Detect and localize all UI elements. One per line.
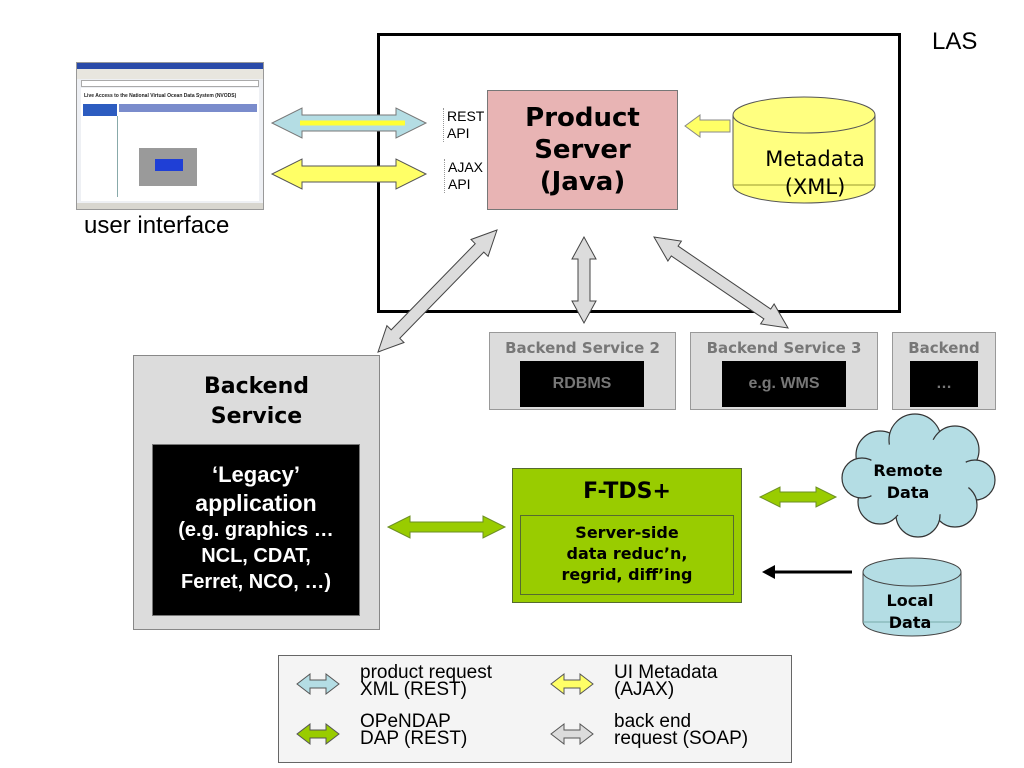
ftds-line1: Server-side [575, 523, 679, 542]
backend-service-n-box: Backend … [892, 332, 996, 410]
legend-item-rest: product request XML (REST) [360, 662, 493, 700]
thumbnail-heading: Live Access to the National Virtual Ocea… [84, 93, 237, 99]
legend-rest-line1: product request [360, 662, 493, 683]
las-label: LAS [932, 28, 978, 55]
local-line1: Local [886, 591, 934, 610]
ajax-api-line2: API [448, 176, 471, 192]
backend-service-title-line2: Service [210, 404, 303, 429]
backend-service-title-line1: Backend [203, 374, 310, 399]
legend-arrows [296, 672, 594, 746]
ftds-title: F-TDS+ [583, 479, 671, 504]
metadata-line2: (XML) [784, 175, 846, 199]
legacy-line2: application [195, 490, 317, 516]
backend-service-2-title: Backend Service 2 [505, 339, 660, 357]
product-server-box: Product Server (Java) [487, 90, 678, 210]
legend-arrow-ajax [550, 672, 594, 696]
ftds-line2: data reduc’n, [566, 544, 688, 563]
browser-titlebar [77, 63, 263, 69]
backend-service-2-inner: RDBMS [520, 361, 644, 407]
local-data-label: Local Data [862, 590, 958, 634]
metadata-line1: Metadata [765, 147, 865, 171]
ajax-api-label: AJAX API [444, 159, 483, 193]
ftds-box: F-TDS+ Server-side data reduc’n, regrid,… [512, 468, 742, 603]
backend-service-n-title: Backend [908, 339, 980, 357]
thumbnail-map [139, 148, 197, 186]
product-server-line1: Product [525, 103, 640, 133]
backend-service-3-box: Backend Service 3 e.g. WMS [690, 332, 878, 410]
legacy-line3: (e.g. graphics … [178, 519, 334, 541]
legend-dap-line2: DAP (REST) [360, 728, 468, 749]
ftds-inner-box: Server-side data reduc’n, regrid, diff’i… [520, 515, 734, 595]
user-interface-screenshot: Live Access to the National Virtual Ocea… [76, 62, 264, 210]
legend-item-soap: back end request (SOAP) [614, 711, 749, 749]
remote-line1: Remote [873, 461, 943, 480]
backend-service-title: Backend Service [134, 372, 379, 432]
legacy-line4: NCL, CDAT, [201, 545, 311, 567]
thumbnail-nav-tabs [83, 104, 117, 116]
local-line2: Data [888, 613, 932, 632]
ajax-api-line1: AJAX [448, 159, 484, 175]
browser-menubar [77, 69, 263, 79]
legend-ajax-line2: (AJAX) [614, 679, 675, 700]
legacy-line1: ‘Legacy’ [211, 462, 301, 487]
rest-api-label: REST API [443, 108, 484, 142]
backend-service-3-inner: e.g. WMS [722, 361, 846, 407]
local-data-arrow [762, 565, 852, 579]
thumbnail-breadcrumb-bar [119, 104, 257, 112]
user-interface-caption: user interface [84, 212, 230, 239]
legacy-line5: Ferret, NCO, …) [180, 571, 332, 593]
metadata-label: Metadata (XML) [740, 145, 890, 201]
product-server-line2: Server [534, 135, 631, 165]
legend-item-ajax: UI Metadata (AJAX) [614, 662, 718, 700]
legacy-application-box: ‘Legacy’ application (e.g. graphics … NC… [152, 444, 360, 616]
browser-statusbar [77, 203, 263, 209]
backend-service-2-box: Backend Service 2 RDBMS [489, 332, 676, 410]
legend-dap-line1: OPeNDAP [360, 711, 451, 732]
legend-ajax-line1: UI Metadata [614, 662, 718, 683]
remote-data-label: Remote Data [860, 460, 956, 504]
thumbnail-map-data [155, 159, 183, 171]
thumbnail-sidebar [83, 116, 118, 197]
ftds-to-remote-arrow [758, 486, 838, 508]
legend-soap-line2: request (SOAP) [614, 728, 749, 749]
legend-arrow-rest [296, 672, 340, 696]
legend-arrow-soap [550, 722, 594, 746]
legend-item-dap: OPeNDAP DAP (REST) [360, 711, 468, 749]
remote-line2: Data [886, 483, 930, 502]
browser-address-bar [81, 80, 259, 87]
legend-rest-line2: XML (REST) [360, 679, 467, 700]
legend-soap-line1: back end [614, 711, 692, 732]
legend-arrow-dap [296, 722, 340, 746]
rest-api-line2: API [447, 125, 470, 141]
backend-service-3-title: Backend Service 3 [706, 339, 862, 357]
rest-api-line1: REST [447, 108, 485, 124]
legend: product request XML (REST) UI Metadata (… [278, 655, 792, 763]
browser-page: Live Access to the National Virtual Ocea… [81, 88, 259, 201]
backend-service-n-inner: … [910, 361, 978, 407]
product-server-line3: (Java) [539, 167, 626, 197]
backend-to-ftds-arrow [386, 515, 507, 539]
ftds-line3: regrid, diff’ing [561, 565, 693, 584]
